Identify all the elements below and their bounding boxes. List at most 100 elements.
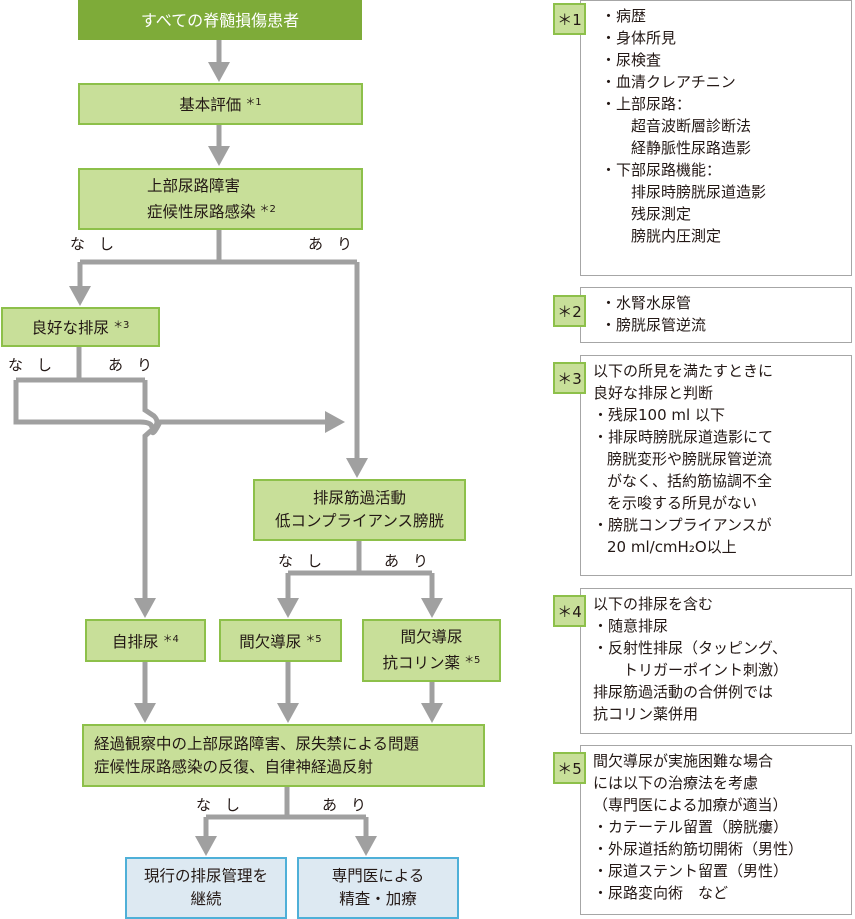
footnote-5-box: 間欠導尿が実施困難な場合には以下の治療法を考慮（専門医による加療が適当）カテーテ… bbox=[580, 745, 852, 915]
node-follow-up-problems[interactable]: 経過観察中の上部尿路障害、尿失禁による問題 症候性尿路感染の反復、自律神経過反射 bbox=[82, 724, 485, 787]
node-text: 間欠導尿 bbox=[239, 632, 302, 651]
footnote-line: カテーテル留置（膀胱瘻） bbox=[593, 816, 845, 838]
footnote-ref: ＊4 bbox=[162, 633, 179, 645]
connector bbox=[80, 230, 357, 265]
footnote-3-lines: 以下の所見を満たすときに良好な排尿と判断残尿100 ml 以下排尿時膀胱尿道造影… bbox=[593, 360, 845, 558]
arrow-down-icon bbox=[69, 286, 91, 306]
arrow-down-icon bbox=[277, 703, 299, 723]
node-text: 継続 bbox=[190, 890, 222, 908]
footnote-line: 良好な排尿と判断 bbox=[593, 384, 714, 402]
footnote-line: 尿道ステント留置（男性） bbox=[593, 860, 845, 882]
footnote-line: 20 ml/cmH₂O以上 bbox=[607, 538, 737, 556]
node-text: 上部尿路障害 bbox=[147, 176, 241, 195]
connector bbox=[288, 541, 432, 576]
footnote-line: を示唆する所見がない bbox=[607, 494, 758, 512]
footnote-line: 膀胱内圧測定 bbox=[631, 227, 722, 245]
arrow-down-icon bbox=[346, 458, 368, 478]
footnote-line: 血清クレアチニン bbox=[601, 71, 845, 93]
branch-label-no: なし bbox=[70, 235, 129, 253]
arrow-down-icon bbox=[277, 598, 299, 618]
connector bbox=[16, 347, 145, 383]
footnote-line: 以下の所見を満たすときに bbox=[593, 362, 774, 380]
footnote-3-box: 以下の所見を満たすときに良好な排尿と判断残尿100 ml 以下排尿時膀胱尿道造影… bbox=[580, 355, 852, 576]
footnote-line: 残尿100 ml 以下 bbox=[593, 404, 845, 426]
arrow-down-icon bbox=[134, 703, 156, 723]
branch-label-yes: あり bbox=[322, 796, 381, 814]
node-continue-management[interactable]: 現行の排尿管理を 継続 bbox=[125, 857, 287, 919]
footnote-line: （専門医による加療が適当） bbox=[593, 796, 788, 814]
footnote-line: 尿検査 bbox=[601, 49, 845, 71]
footnote-line: 水腎水尿管 bbox=[601, 292, 845, 314]
footnote-line: 外尿道括約筋切開術（男性） bbox=[593, 838, 845, 860]
node-text: 抗コリン薬 bbox=[382, 654, 461, 672]
footnote-line: 随意排尿 bbox=[593, 615, 845, 637]
node-good-voiding[interactable]: 良好な排尿＊3 bbox=[1, 307, 160, 347]
footnote-ref: ＊5 bbox=[305, 633, 322, 645]
arrow-right-icon bbox=[325, 411, 345, 433]
footnote-line: 抗コリン薬併用 bbox=[593, 705, 699, 723]
footnote-1-box: 病歴身体所見尿検査血清クレアチニン上部尿路： 超音波断層診断法経静脈性尿路造影下部… bbox=[580, 0, 852, 276]
footnote-line: がなく、括約筋協調不全 bbox=[607, 472, 773, 490]
footnote-line: 残尿測定 bbox=[631, 205, 692, 223]
footnote-line: 超音波断層診断法 bbox=[631, 117, 752, 135]
footnote-line: トリガーポイント刺激） bbox=[623, 661, 789, 679]
footnote-line: 下部尿路機能： bbox=[601, 159, 845, 181]
footnote-ref: ＊1 bbox=[245, 97, 262, 108]
footnote-line: 上部尿路： bbox=[601, 93, 845, 115]
node-cic-anticholinergic[interactable]: 間欠導尿 抗コリン薬＊5 bbox=[362, 619, 501, 682]
node-intermittent-catheterization[interactable]: 間欠導尿＊5 bbox=[219, 619, 342, 662]
connector bbox=[206, 787, 366, 820]
connector-no bbox=[13, 380, 326, 436]
node-text: 排尿筋過活動 bbox=[312, 489, 406, 507]
footnote-line: 病歴 bbox=[601, 5, 845, 27]
branch-label-no: なし bbox=[278, 552, 337, 570]
node-text: 基本評価 bbox=[179, 96, 242, 114]
node-detrusor-overactivity[interactable]: 排尿筋過活動 低コンプライアンス膀胱 bbox=[253, 479, 466, 541]
branch-label-yes: あり bbox=[108, 356, 167, 374]
footnote-line: 身体所見 bbox=[601, 27, 845, 49]
node-text: すべての脊髄損傷患者 bbox=[140, 10, 300, 30]
node-all-patients: すべての脊髄損傷患者 bbox=[78, 0, 362, 40]
footnote-1-tag: ＊1 bbox=[553, 3, 586, 35]
node-upper-tract-disorder[interactable]: 上部尿路障害 症候性尿路感染＊2 bbox=[78, 168, 363, 230]
footnote-line: 経静脈性尿路造影 bbox=[631, 139, 752, 157]
node-text: 間欠導尿 bbox=[400, 628, 463, 646]
node-specialist-referral[interactable]: 専門医による 精査・加療 bbox=[297, 857, 459, 919]
node-text: 良好な排尿 bbox=[31, 319, 110, 337]
node-text: 自排尿 bbox=[112, 632, 159, 651]
node-text: 経過観察中の上部尿路障害、尿失禁による問題 bbox=[94, 734, 420, 753]
node-text: 症候性尿路感染の反復、自律神経過反射 bbox=[94, 757, 374, 776]
footnote-2-box: 水腎水尿管膀胱尿管逆流 bbox=[580, 287, 852, 343]
footnote-5-lines: 間欠導尿が実施困難な場合には以下の治療法を考慮（専門医による加療が適当）カテーテ… bbox=[593, 750, 845, 904]
node-self-voiding[interactable]: 自排尿＊4 bbox=[85, 619, 206, 662]
footnote-line: 膀胱変形や膀胱尿管逆流 bbox=[607, 450, 773, 468]
arrow-down-icon bbox=[208, 146, 230, 166]
footnote-ref: ＊2 bbox=[259, 203, 276, 215]
arrow-down-icon bbox=[134, 598, 156, 618]
branch-label-no: なし bbox=[196, 796, 255, 814]
footnote-line: 排尿筋過活動の合併例では bbox=[593, 683, 774, 701]
footnote-4-lines: 以下の排尿を含む随意排尿反射性排尿（タッピング、トリガーポイント刺激） 排尿筋過活… bbox=[593, 593, 845, 725]
node-text: 専門医による bbox=[331, 867, 425, 885]
footnote-line: 排尿時膀胱尿道造影 bbox=[631, 183, 767, 201]
footnote-ref: ＊5 bbox=[464, 655, 481, 666]
footnote-4-tag: ＊4 bbox=[553, 595, 586, 627]
footnote-1-lines: 病歴身体所見尿検査血清クレアチニン上部尿路： 超音波断層診断法経静脈性尿路造影下部… bbox=[601, 5, 845, 247]
arrow-down-icon bbox=[195, 836, 217, 856]
footnote-3-tag: ＊3 bbox=[553, 362, 586, 394]
footnote-line: 反射性排尿（タッピング、 bbox=[593, 637, 845, 659]
footnote-line: には以下の治療法を考慮 bbox=[593, 774, 759, 792]
branch-label-no: なし bbox=[8, 356, 67, 374]
footnote-ref: ＊3 bbox=[113, 320, 130, 331]
branch-label-yes: あり bbox=[384, 552, 443, 570]
footnote-2-lines: 水腎水尿管膀胱尿管逆流 bbox=[601, 292, 845, 336]
footnote-line: 尿路変向術 など bbox=[593, 882, 845, 904]
arrow-down-icon bbox=[421, 598, 443, 618]
arrow-down-icon bbox=[421, 703, 443, 723]
arrow-down-icon bbox=[355, 836, 377, 856]
node-text: 精査・加療 bbox=[339, 890, 417, 908]
node-basic-evaluation[interactable]: 基本評価＊1 bbox=[78, 83, 363, 125]
footnote-5-tag: ＊5 bbox=[553, 752, 586, 784]
branch-label-yes: あり bbox=[308, 235, 367, 253]
footnote-line: 以下の排尿を含む bbox=[593, 595, 714, 613]
